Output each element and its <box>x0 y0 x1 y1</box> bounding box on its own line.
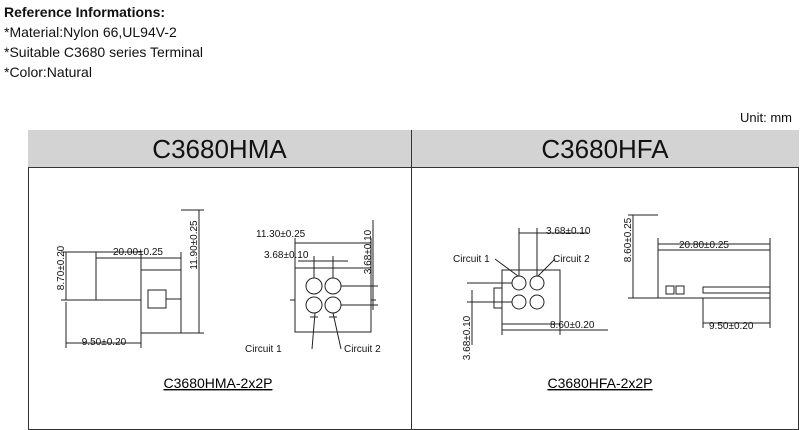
hfa-part-number: C3680HFA-2x2P <box>547 375 652 391</box>
hfa-circuit-1-label: Circuit 1 <box>453 254 490 265</box>
hfa-length-dim: 20.80±0.25 <box>679 240 729 251</box>
drawing-sheet: C3680HMA C3680HFA <box>28 130 800 430</box>
hfa-front-view <box>467 228 608 345</box>
technical-drawings: 8.70±0.20 20.00±0.25 11.90±0.25 9.50±0.2… <box>56 209 771 391</box>
hma-pitch-v-dim: 3.68±0.10 <box>363 229 374 274</box>
hma-side-view <box>61 209 204 348</box>
hma-width-dim: 11.30±0.25 <box>256 229 306 240</box>
hfa-width-dim: 8.60±0.20 <box>550 320 595 331</box>
hma-height-dim: 8.70±0.20 <box>56 245 67 290</box>
terminal-note: *Suitable C3680 series Terminal <box>4 44 203 60</box>
hma-base-dim: 9.50±0.20 <box>82 337 127 348</box>
hfa-pitch-v-dim: 3.68±0.10 <box>462 315 473 360</box>
hma-length-dim: 20.00±0.25 <box>113 247 163 258</box>
left-model-title: C3680HMA <box>28 130 411 168</box>
hma-circuit-2-label: Circuit 2 <box>344 344 381 355</box>
reference-heading: Reference Informations: <box>4 4 166 20</box>
material-note: *Material:Nylon 66,UL94V-2 <box>4 24 177 40</box>
column-divider <box>411 130 412 430</box>
hma-circuit-1-label: Circuit 1 <box>245 344 282 355</box>
hfa-base-dim: 9.50±0.20 <box>709 321 754 332</box>
hma-part-number: C3680HMA-2x2P <box>164 375 273 391</box>
hfa-circuit-2-label: Circuit 2 <box>553 254 590 265</box>
unit-label: Unit: mm <box>740 110 792 125</box>
hfa-pitch-dim: 3.68±0.10 <box>546 226 591 237</box>
hma-front-view <box>290 220 378 350</box>
hfa-height-dim: 8.60±0.25 <box>623 217 634 262</box>
hfa-side-view <box>628 214 771 328</box>
right-model-title: C3680HFA <box>411 130 799 168</box>
reference-notes: Reference Informations: *Material:Nylon … <box>4 2 203 82</box>
hma-pitch-dim: 3.68±0.10 <box>264 250 309 261</box>
color-note: *Color:Natural <box>4 64 92 80</box>
hma-total-height-dim: 11.90±0.25 <box>189 220 200 270</box>
